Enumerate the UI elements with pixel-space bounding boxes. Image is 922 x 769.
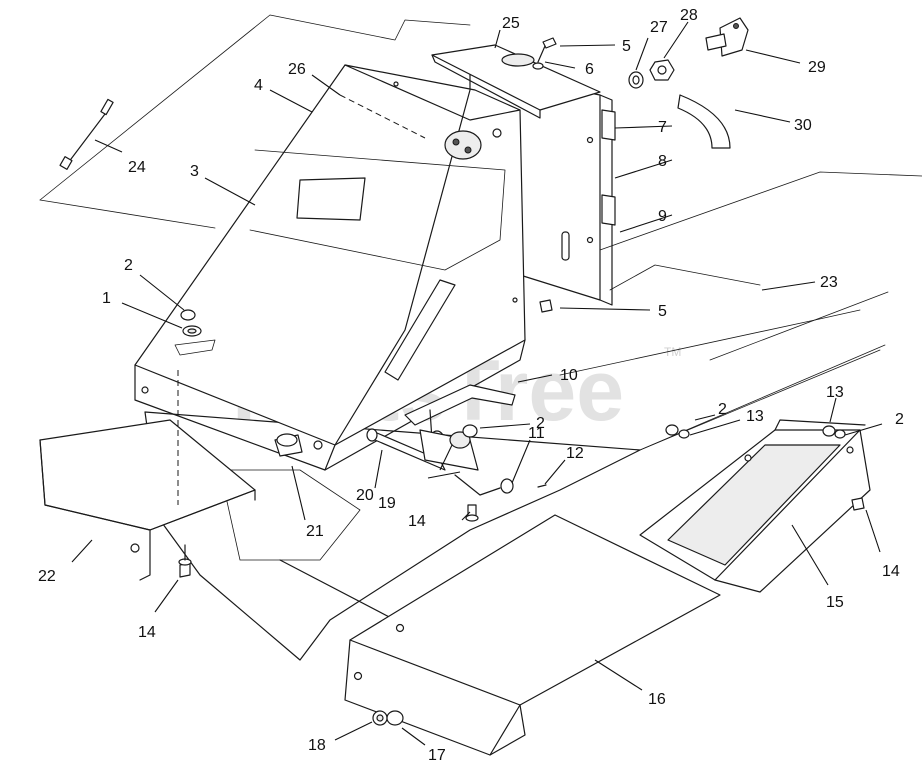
callout-8: 8 [658,153,667,170]
callout-13-a: 13 [746,408,764,425]
callout-labels: 1 2 2 2 2 3 4 5 5 6 7 8 9 10 11 12 13 13… [38,7,904,764]
watermark-trademark: TM [664,345,681,359]
callout-20: 20 [356,487,374,504]
hardware-fasteners [177,37,865,726]
callout-14-center: 14 [408,513,426,530]
callout-2-left: 2 [124,257,133,274]
callout-27: 27 [650,19,668,36]
leader-lines [71,21,883,746]
part-24-cable [59,98,114,170]
callout-11: 11 [528,425,545,442]
callout-1: 1 [102,290,111,307]
callout-16: 16 [648,691,666,708]
callout-26: 26 [288,61,306,78]
callout-12: 12 [566,445,584,462]
callout-24: 24 [128,159,146,176]
part-22-left-shield [39,419,256,581]
callout-30: 30 [794,117,812,134]
callout-28: 28 [680,7,698,24]
callout-2-center: 2 [536,415,545,432]
part-26-dashed-ref [339,94,426,139]
callout-4: 4 [254,77,263,94]
part-4-main-housing [134,64,526,471]
callout-2-right-b: 2 [895,411,904,428]
callout-15: 15 [826,594,844,611]
callout-13-b: 13 [826,384,844,401]
callout-18: 18 [308,737,326,754]
callout-14-right: 14 [882,563,900,580]
part-16-front-shield [344,514,721,756]
part-25-top-bracket [431,44,601,119]
part-30-curved-decal [677,94,731,149]
part-15-right-plate [639,419,871,593]
parts-27-28-29-hardware [628,17,749,89]
callout-9: 9 [658,208,667,225]
callout-6: 6 [585,61,594,78]
callout-2-right-a: 2 [718,401,727,418]
callout-22: 22 [38,568,56,585]
callout-29: 29 [808,59,826,76]
callout-19: 19 [378,495,396,512]
callout-5-mid: 5 [658,303,667,320]
callout-25: 25 [502,15,520,32]
callout-23: 23 [820,274,838,291]
callout-10: 10 [560,367,578,384]
callout-17: 17 [428,747,446,764]
callout-14-left: 14 [138,624,156,641]
callout-7: 7 [658,119,667,136]
callout-3: 3 [190,163,199,180]
callout-21: 21 [306,523,324,540]
callout-5-top: 5 [622,38,631,55]
